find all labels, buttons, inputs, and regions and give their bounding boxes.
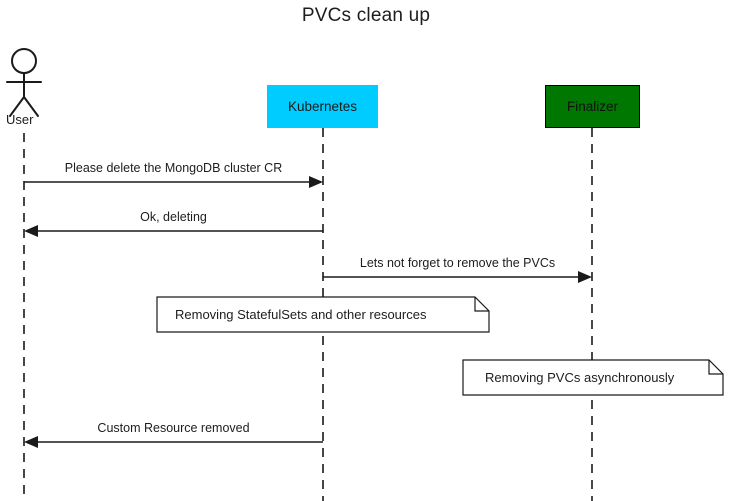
message-arrow-1 (24, 176, 323, 188)
message-arrow-3 (323, 271, 592, 283)
diagram-title: PVCs clean up (301, 5, 431, 26)
note-label-1: Removing StatefulSets and other resource… (175, 307, 427, 322)
message-label-1: Please delete the MongoDB cluster CR (64, 161, 283, 175)
message-label-3: Lets not forget to remove the PVCs (359, 256, 556, 270)
message-arrow-2 (24, 225, 323, 237)
note-shape-2 (462, 359, 724, 396)
actor-user-figure (6, 48, 42, 117)
note-shape-1 (156, 296, 490, 333)
message-label-2: Ok, deleting (140, 210, 207, 224)
message-label-4: Custom Resource removed (97, 421, 250, 435)
participant-label-user: User (6, 112, 34, 127)
note-label-2: Removing PVCs asynchronously (485, 370, 675, 385)
participant-box-kubernetes[interactable]: Kubernetes (267, 85, 378, 128)
message-arrow-4 (24, 436, 323, 448)
participant-box-finalizer[interactable]: Finalizer (545, 85, 640, 128)
participant-label-kubernetes: Kubernetes (287, 99, 358, 114)
participant-label-finalizer: Finalizer (566, 99, 618, 114)
